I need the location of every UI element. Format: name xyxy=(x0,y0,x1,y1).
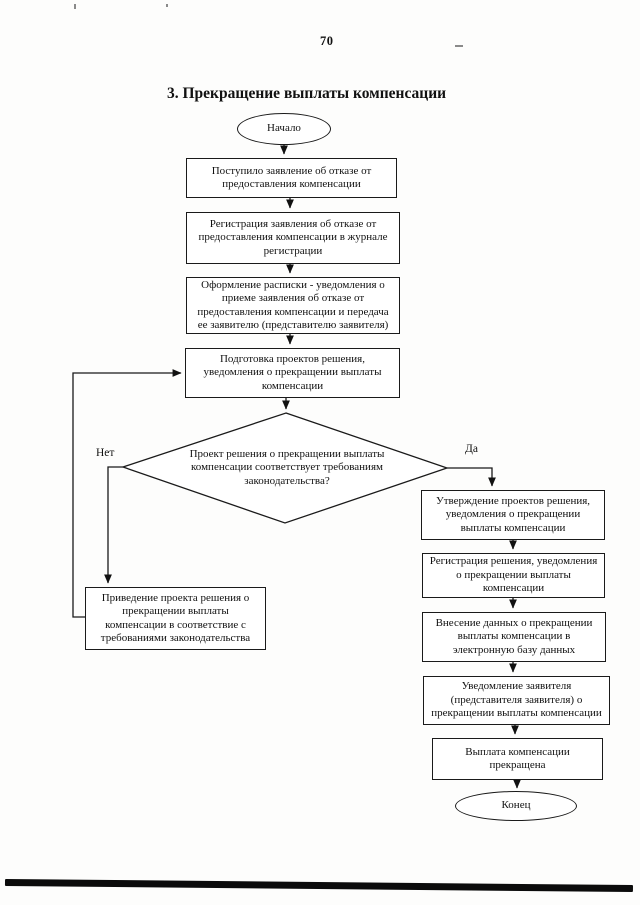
decision-yes-label: Да xyxy=(465,443,478,455)
decision-no-label: Нет xyxy=(96,447,115,459)
scan-artifact xyxy=(74,4,76,9)
flow-step-fix-draft: Приведение проекта решения о прекращении… xyxy=(85,587,266,650)
flow-step-receipt-notice: Оформление расписки - уведомления о прие… xyxy=(186,277,400,334)
scan-artifact xyxy=(455,45,463,47)
page-number: 70 xyxy=(320,34,334,48)
flow-step-approve-drafts: Утверждение проектов решения, уведомлени… xyxy=(421,490,605,540)
flow-step-payment-stopped: Выплата компенсации прекращена xyxy=(432,738,603,780)
flow-step-register-decision: Регистрация решения, уведомления о прекр… xyxy=(422,553,605,598)
flow-step-notify-applicant: Уведомление заявителя (представителя зая… xyxy=(423,676,610,725)
scan-artifact xyxy=(166,4,168,7)
flow-step-register-application: Регистрация заявления об отказе от предо… xyxy=(186,212,400,264)
flow-step-enter-data: Внесение данных о прекращении выплаты ко… xyxy=(422,612,606,662)
flow-step-prepare-drafts: Подготовка проектов решения, уведомления… xyxy=(185,348,400,398)
flow-terminator-start: Начало xyxy=(237,113,331,145)
flow-step-application-received: Поступило заявление об отказе от предост… xyxy=(186,158,397,198)
flow-decision-question: Проект решения о прекращении выплаты ком… xyxy=(189,447,385,487)
page-title: 3. Прекращение выплаты компенсации xyxy=(167,85,447,102)
flow-terminator-end: Конец xyxy=(455,791,577,821)
